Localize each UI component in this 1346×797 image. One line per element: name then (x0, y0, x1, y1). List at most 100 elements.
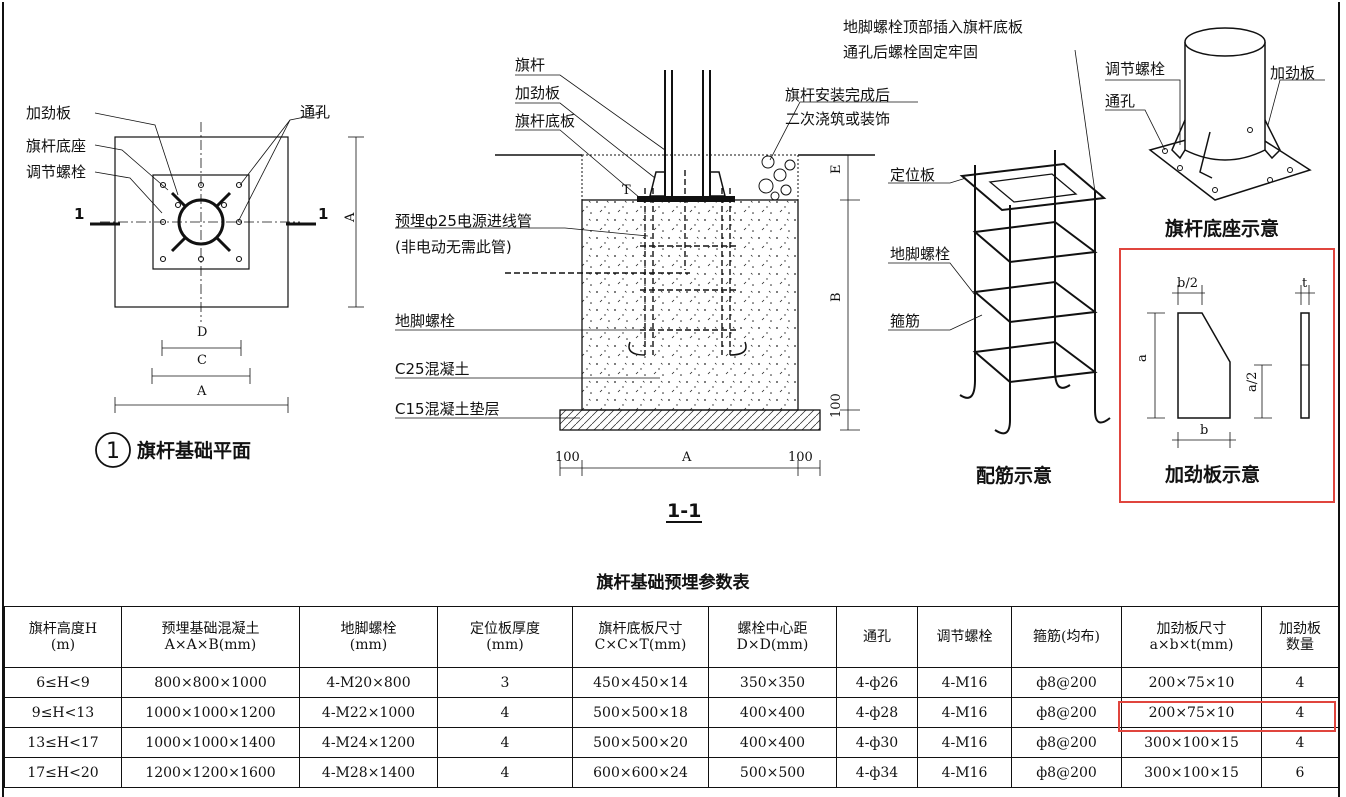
plan-dim-D: D (197, 325, 207, 340)
cell: 300×100×15 (1121, 757, 1262, 788)
cell: 600×600×24 (572, 757, 709, 788)
th-stiffener-qty: 加劲板数量 (1261, 606, 1339, 668)
plan-section-mark-right: 1 (318, 205, 328, 223)
cell: 6≤H<9 (4, 667, 122, 698)
section-c15-pad (559, 409, 821, 431)
th-adj-bolt: 调节螺栓 (917, 606, 1012, 668)
section-label-pole: 旗杆 (515, 56, 545, 74)
plan-dim-lines (114, 136, 364, 413)
table-title: 旗杆基础预埋参数表 (596, 573, 750, 593)
section-dim-B: B (829, 292, 844, 302)
stiffener-dim-b-half: b/2 (1177, 276, 1198, 291)
section-label-conduit-note: (非电动无需此管) (395, 238, 512, 256)
section-label-c15: C15混凝土垫层 (395, 400, 500, 418)
th-hole: 通孔 (836, 606, 918, 668)
cell: 200×75×10 (1121, 697, 1262, 728)
stiffener-dim-t: t (1302, 276, 1308, 291)
cell: 350×350 (708, 667, 837, 698)
rebar-label-locate-plate: 定位板 (890, 166, 935, 184)
section-label-secondary-pour: 二次浇筑或装饰 (785, 110, 890, 128)
section-label-conduit: 预埋ф25电源进线管 (395, 212, 532, 230)
plan-section-mark-left: 1 (74, 205, 84, 223)
section-label-after-install: 旗杆安装完成后 (785, 86, 890, 104)
plan-dim-A: A (196, 384, 207, 399)
cell: 300×100×15 (1121, 727, 1262, 758)
cell: 4-ф28 (836, 697, 918, 728)
section-label-stiffener: 加劲板 (515, 84, 560, 102)
plan-view (90, 112, 364, 468)
cell: 450×450×14 (572, 667, 709, 698)
rebar-title: 配筋示意 (976, 464, 1052, 487)
plan-label-adj-bolt: 调节螺栓 (26, 163, 86, 181)
cell: 4-M16 (917, 697, 1012, 728)
th-height: 旗杆高度H(m) (4, 606, 122, 668)
cell: 4-M16 (917, 667, 1012, 698)
cell: 3 (437, 667, 573, 698)
rebar-locate-plate (959, 162, 1107, 212)
plan-pole-circle (177, 198, 225, 246)
stiffener-detail-view (1147, 285, 1315, 448)
section-dim-100-right: 100 (788, 450, 813, 465)
plan-label-base: 旗杆底座 (26, 137, 86, 155)
stiffener-shape (1177, 312, 1231, 419)
base-iso-title: 旗杆底座示意 (1165, 217, 1279, 240)
cell: 6 (1261, 757, 1339, 788)
section-view (395, 70, 918, 523)
section-title: 1-1 (667, 500, 701, 522)
rebar-note-line2: 通孔后螺栓固定牢固 (843, 43, 978, 61)
section-dim-100-v: 100 (829, 393, 844, 418)
cell: 4-M24×1200 (299, 727, 438, 758)
section-leaders (395, 74, 918, 419)
cell: 800×800×1000 (121, 667, 300, 698)
cell: 4-M16 (917, 727, 1012, 758)
cell: 400×400 (708, 697, 837, 728)
cell: 4 (437, 757, 573, 788)
cell: 4-M20×800 (299, 667, 438, 698)
plan-stiffeners (170, 191, 232, 253)
base-iso-label-stiffener: 加劲板 (1270, 64, 1315, 82)
cell: ф8@200 (1011, 697, 1122, 728)
rebar-label-stirrup: 箍筋 (890, 312, 920, 330)
rebar-view (888, 49, 1111, 435)
cell: 400×400 (708, 727, 837, 758)
stiffener-dim-a: a (1135, 354, 1150, 362)
section-dim-lines (559, 154, 860, 523)
stiffener-dim-b: b (1200, 423, 1208, 438)
th-stirrup: 箍筋(均布) (1011, 606, 1122, 668)
cell: 4-ф30 (836, 727, 918, 758)
cell: 500×500×18 (572, 697, 709, 728)
section-anchors (505, 170, 737, 355)
section-label-base-plate: 旗杆底板 (515, 112, 575, 130)
th-plate-thick: 定位板厚度(mm) (437, 606, 573, 668)
section-c25-block (581, 199, 799, 411)
cell: 4-ф34 (836, 757, 918, 788)
plan-leaders (94, 112, 326, 223)
base-iso-label-hole: 通孔 (1105, 92, 1135, 110)
plan-holes (159, 181, 243, 263)
rebar-label-anchor: 地脚螺栓 (890, 245, 950, 263)
cell: 4-ф26 (836, 667, 918, 698)
stiffener-dim-a-half: a/2 (1245, 372, 1260, 392)
cell: ф8@200 (1011, 757, 1122, 788)
plan-title-number: 1 (106, 439, 120, 464)
plan-dim-C: C (197, 353, 207, 368)
stiffener-title: 加劲板示意 (1164, 463, 1260, 486)
cell: 200×75×10 (1121, 667, 1262, 698)
cell: ф8@200 (1011, 667, 1122, 698)
cell: 17≤H<20 (4, 757, 122, 788)
cell: 4 (437, 697, 573, 728)
cell: 1000×1000×1200 (121, 697, 300, 728)
plan-title-circle (95, 432, 131, 468)
cell: 4 (1261, 697, 1339, 728)
section-pole (664, 70, 711, 196)
rebar-stirrups (972, 220, 1098, 384)
cell: 1200×1200×1600 (121, 757, 300, 788)
cell: ф8@200 (1011, 727, 1122, 758)
rebar-leaders (888, 49, 1096, 331)
section-base-plate (637, 196, 735, 202)
section-dim-E: E (829, 165, 844, 175)
